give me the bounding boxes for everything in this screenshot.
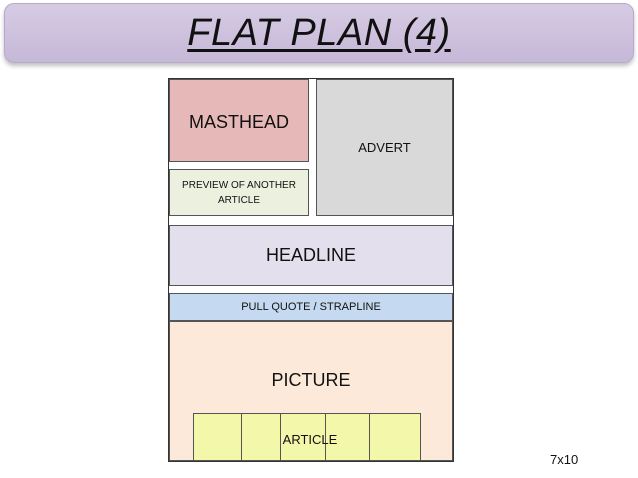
article-label: ARTICLE [282,432,338,447]
preview-article-block: PREVIEW OF ANOTHER ARTICLE [169,169,309,216]
masthead-block: MASTHEAD [169,79,309,162]
flat-plan-page: MASTHEAD ADVERT PREVIEW OF ANOTHER ARTIC… [168,78,454,462]
advert-block: ADVERT [316,79,453,216]
article-column [193,413,242,461]
slide-title: FLAT PLAN (4) [187,12,451,54]
pull-quote-block: PULL QUOTE / STRAPLINE [169,293,453,321]
headline-block: HEADLINE [169,225,453,286]
article-column [369,413,421,461]
ratio-label: 7x10 [550,452,579,467]
title-banner: FLAT PLAN (4) [4,3,634,63]
